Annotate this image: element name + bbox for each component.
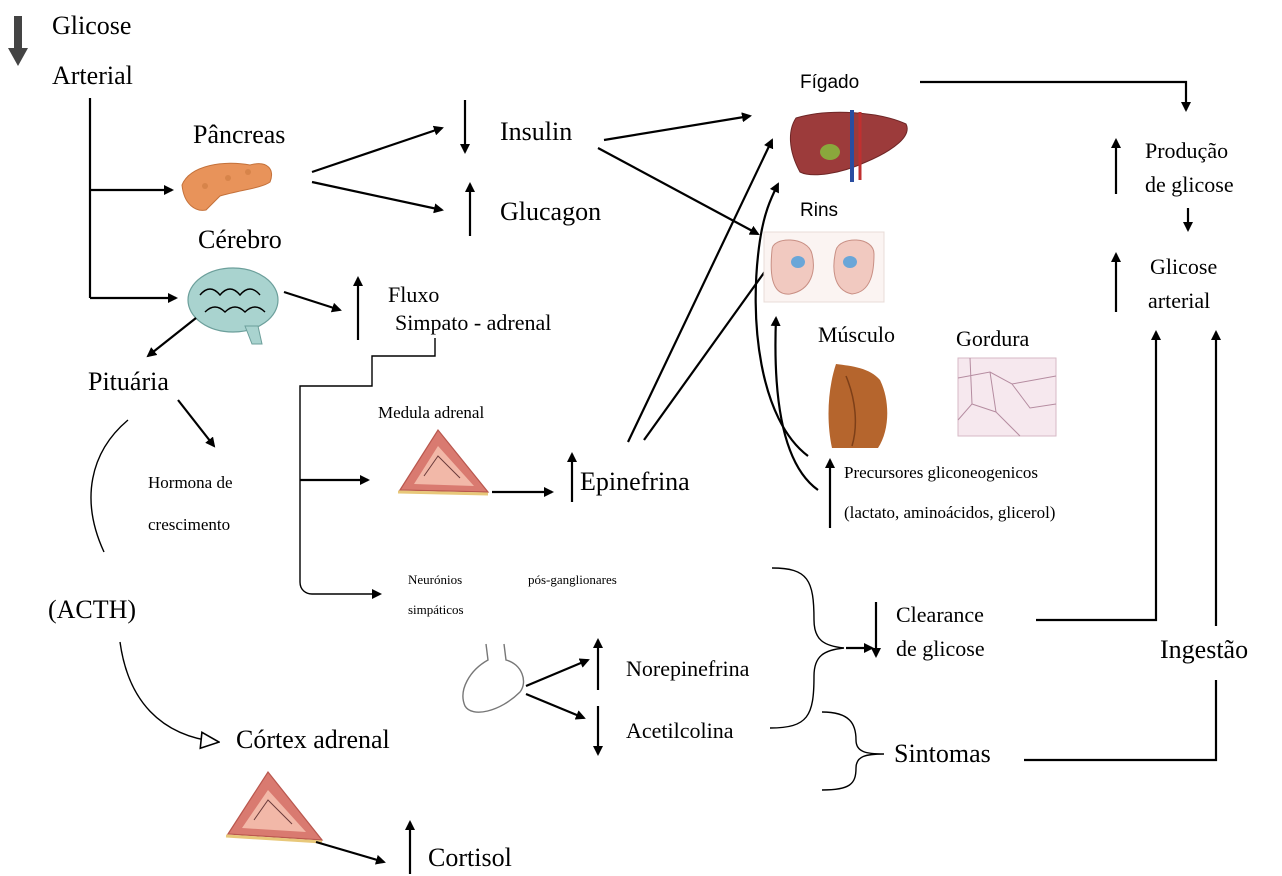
pancreas-icon [182,163,272,210]
acetilcolina-label: Acetilcolina [626,718,734,743]
insulin-label: Insulin [500,117,572,146]
pituaria-label: Pituária [88,367,169,396]
pancreas-label: Pâncreas [193,120,285,149]
figado-label: Fígado [800,72,859,93]
producao-label-1: Produção [1145,138,1228,163]
stomach-icon [463,644,524,712]
glicose-top-label: Glicose [52,11,131,40]
arrow-stomach-norepinefrina [526,660,588,686]
arrow-precursores-figado [756,184,808,456]
neuronios-label: Neurónios [408,572,462,587]
acth-label: (ACTH) [48,595,136,624]
brace-clearance [770,568,844,728]
clearance-label-2: de glicose [896,636,985,661]
simpaticos-label: simpáticos [408,602,464,617]
arrow-pancreas-glucagon [312,182,442,210]
sintomas-label: Sintomas [894,739,991,768]
producao-label-2: de glicose [1145,172,1234,197]
down-arrow-icon [8,16,28,66]
muscle-icon [826,362,908,448]
precursores-label-2: (lactato, aminoácidos, glicerol) [844,503,1055,522]
precursores-label-1: Precursores gliconeogenicos [844,463,1038,482]
gordura-label: Gordura [956,326,1030,351]
line-sintomas-ingestao [1024,680,1216,760]
arterial-top-label: Arterial [52,61,133,90]
arrow-figado-producao [920,82,1186,110]
arrow-pituaria-hormona [178,400,214,446]
brain-icon [188,268,278,344]
adrenal-cortex-icon [226,772,322,842]
arrow-insulin-figado [604,116,750,140]
musculo-label: Músculo [818,322,895,347]
clearance-label-1: Clearance [896,602,984,627]
arrow-brain-fluxo [284,292,340,310]
simpato-adrenal-label: Simpato - adrenal [395,310,551,335]
fat-tissue-icon [958,358,1056,436]
arrow-brain-pituaria [148,318,196,356]
cortex-adrenal-label: Córtex adrenal [236,725,390,754]
norepinefrina-label: Norepinefrina [626,656,750,681]
glicose-arterial-label-2: arterial [1148,288,1210,313]
arrow-pancreas-insulin [312,128,442,172]
glicose-arterial-label-1: Glicose [1150,254,1217,279]
cerebro-label: Cérebro [198,225,282,254]
kidney-icon [764,232,884,302]
arrow-acth-cortex [120,642,218,742]
hormona-label: Hormona de [148,473,233,492]
crescimento-label: crescimento [148,515,230,534]
rins-label: Rins [800,200,838,221]
acth-arc [91,420,128,552]
liver-icon [790,110,907,182]
arrow-stomach-acetilcolina [526,694,584,718]
medula-adrenal-label: Medula adrenal [378,403,484,422]
glucagon-label: Glucagon [500,197,601,226]
arrow-precursores-rins [775,318,818,490]
cortisol-label: Cortisol [428,843,512,872]
adrenal-gland-icon [398,430,488,494]
ingestao-label: Ingestão [1160,635,1248,664]
epinefrina-label: Epinefrina [580,467,690,496]
fluxo-label: Fluxo [388,282,439,307]
brace-sintomas [822,712,884,790]
pos-ganglionares-label: pós-ganglionares [528,572,617,587]
arrow-cortex-cortisol [316,842,384,862]
